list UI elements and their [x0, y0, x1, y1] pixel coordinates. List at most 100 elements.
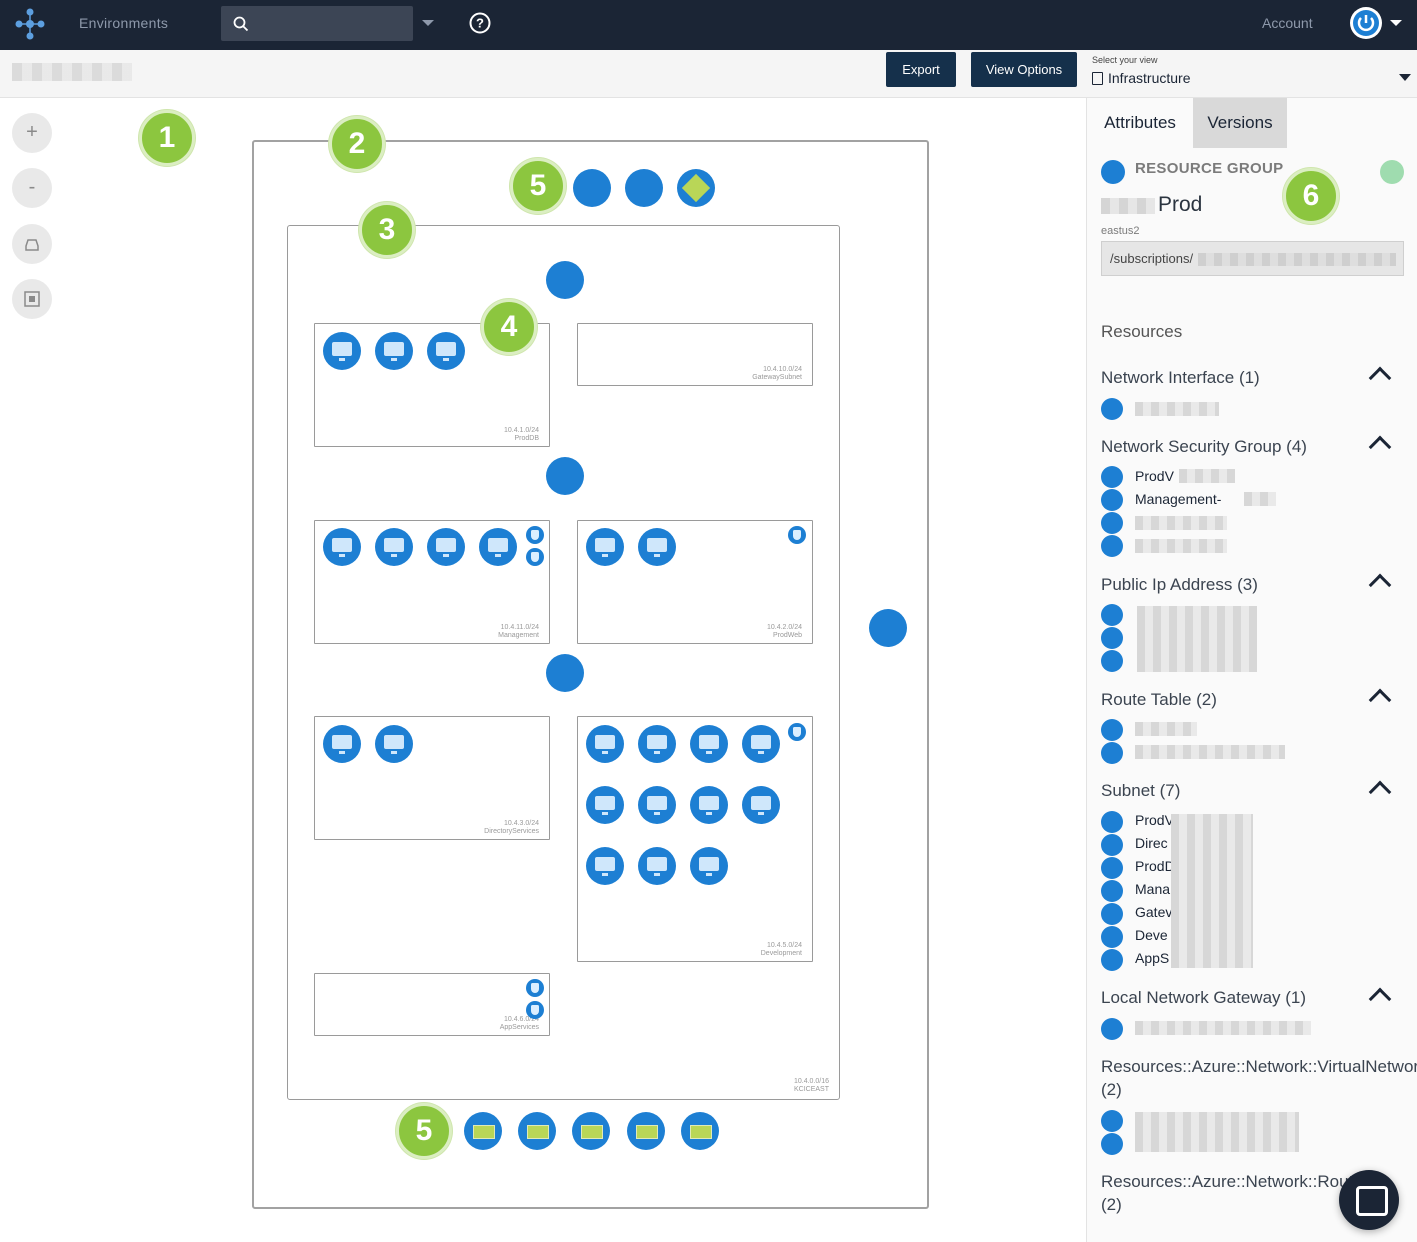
- public-ip-icon[interactable]: [627, 1112, 665, 1150]
- vm-icon[interactable]: [638, 528, 676, 566]
- route-table-icon: [1101, 719, 1123, 741]
- vm-icon[interactable]: [586, 786, 624, 824]
- user-avatar[interactable]: [1350, 7, 1382, 39]
- local-gateway-icon[interactable]: [677, 169, 715, 207]
- section-virtual-network[interactable]: Resources::Azure::Network::VirtualNetwor…: [1101, 1057, 1417, 1076]
- nsg-shield-icon[interactable]: [526, 526, 544, 544]
- vm-icon[interactable]: [323, 332, 361, 370]
- chat-launcher-button[interactable]: [1339, 1170, 1399, 1230]
- vm-icon[interactable]: [375, 528, 413, 566]
- collapse-chevron-up-icon[interactable]: [1368, 366, 1392, 390]
- public-ip-icon[interactable]: [572, 1112, 610, 1150]
- vm-icon[interactable]: [375, 332, 413, 370]
- route-table-icon[interactable]: [546, 457, 584, 495]
- nsg-item[interactable]: Management-: [1135, 491, 1222, 507]
- view-select[interactable]: Infrastructure: [1108, 70, 1191, 86]
- subnet-item[interactable]: Deve: [1135, 927, 1168, 943]
- vpn-gateway-icon[interactable]: [573, 169, 611, 207]
- view-options-button[interactable]: View Options: [971, 52, 1077, 87]
- vm-icon[interactable]: [323, 725, 361, 763]
- vm-icon[interactable]: [427, 332, 465, 370]
- route-table-icon[interactable]: [546, 261, 584, 299]
- collapse-chevron-up-icon[interactable]: [1368, 435, 1392, 459]
- resource-name: Prod: [1158, 193, 1203, 216]
- route-table-icon: [1101, 742, 1123, 764]
- route-icon[interactable]: [526, 1001, 544, 1019]
- account-chevron-down-icon[interactable]: [1390, 20, 1402, 26]
- subnet-item[interactable]: Gatev: [1135, 904, 1173, 920]
- collapse-chevron-up-icon[interactable]: [1368, 573, 1392, 597]
- public-ip-icon: [1101, 627, 1123, 649]
- center-view-button[interactable]: [12, 279, 52, 319]
- nsg-item[interactable]: ProdV: [1135, 468, 1174, 484]
- section-nsg[interactable]: Network Security Group (4): [1101, 437, 1307, 456]
- subnet-appservices[interactable]: 10.4.6.0/24 AppServices: [314, 973, 550, 1036]
- public-ip-icon[interactable]: [464, 1112, 502, 1150]
- vm-icon[interactable]: [638, 847, 676, 885]
- nav-environments-link[interactable]: Environments: [79, 15, 169, 31]
- vm-icon[interactable]: [586, 725, 624, 763]
- vpn-gateway-icon[interactable]: [625, 169, 663, 207]
- subnet-item[interactable]: Mana: [1135, 881, 1171, 897]
- subnet-gateway[interactable]: 10.4.10.0/24 GatewaySubnet: [577, 323, 813, 386]
- document-icon: [1092, 72, 1103, 85]
- view-select-chevron-down-icon[interactable]: [1399, 74, 1411, 81]
- section-local-gateway[interactable]: Local Network Gateway (1): [1101, 988, 1307, 1007]
- redacted-text: [1135, 1021, 1311, 1035]
- route-table-icon[interactable]: [546, 654, 584, 692]
- vm-icon[interactable]: [586, 847, 624, 885]
- public-ip-icon[interactable]: [518, 1112, 556, 1150]
- vm-icon[interactable]: [742, 725, 780, 763]
- subnet-label: 10.4.10.0/24 GatewaySubnet: [752, 366, 802, 382]
- section-route-table[interactable]: Route Table (2): [1101, 690, 1217, 709]
- subnet-cidr: 10.4.11.0/24: [500, 624, 539, 631]
- fit-view-button[interactable]: [12, 224, 52, 264]
- section-public-ip[interactable]: Public Ip Address (3): [1101, 575, 1258, 594]
- diagram-canvas[interactable]: 10.4.0.0/16 KCICEAST 10.4.1.0/24 ProdDB …: [0, 98, 1086, 1242]
- vm-icon[interactable]: [586, 528, 624, 566]
- tab-versions[interactable]: Versions: [1193, 98, 1287, 148]
- vm-icon[interactable]: [690, 847, 728, 885]
- redacted-text: [1137, 606, 1257, 672]
- nsg-shield-icon[interactable]: [788, 723, 806, 741]
- subnet-item[interactable]: Direc: [1135, 835, 1168, 851]
- collapse-chevron-up-icon[interactable]: [1368, 780, 1392, 804]
- subnet-icon: [1101, 903, 1123, 925]
- nav-account-link[interactable]: Account: [1262, 15, 1313, 31]
- route-icon[interactable]: [526, 548, 544, 566]
- vm-icon[interactable]: [375, 725, 413, 763]
- export-button[interactable]: Export: [886, 52, 956, 87]
- peering-icon[interactable]: [869, 609, 907, 647]
- callout-badge-5: 5: [396, 1103, 452, 1159]
- vm-icon[interactable]: [690, 725, 728, 763]
- vm-icon[interactable]: [638, 786, 676, 824]
- section-subnet[interactable]: Subnet (7): [1101, 781, 1181, 800]
- subnet-item[interactable]: AppS: [1135, 950, 1170, 966]
- app-logo-icon[interactable]: [12, 6, 48, 42]
- vnet-cidr: 10.4.0.0/16: [793, 1078, 829, 1085]
- subnet-icon: [1101, 949, 1123, 971]
- tab-attributes[interactable]: Attributes: [1104, 113, 1176, 132]
- subnet-item[interactable]: ProdV: [1135, 812, 1174, 828]
- search-dropdown-chevron-icon[interactable]: [422, 20, 434, 26]
- section-route[interactable]: Resources::Azure::Network::Route: [1101, 1172, 1363, 1191]
- public-ip-icon[interactable]: [681, 1112, 719, 1150]
- vm-icon[interactable]: [427, 528, 465, 566]
- help-icon[interactable]: ?: [469, 12, 491, 34]
- nsg-shield-icon[interactable]: [788, 526, 806, 544]
- collapse-chevron-up-icon[interactable]: [1368, 987, 1392, 1011]
- subnet-item[interactable]: ProdD: [1135, 858, 1175, 874]
- section-network-interface[interactable]: Network Interface (1): [1101, 368, 1260, 387]
- vm-icon[interactable]: [690, 786, 728, 824]
- vm-icon[interactable]: [638, 725, 676, 763]
- zoom-out-button[interactable]: -: [12, 168, 52, 208]
- resource-id-field[interactable]: /subscriptions/: [1101, 241, 1404, 276]
- vm-icon[interactable]: [323, 528, 361, 566]
- search-input[interactable]: [221, 6, 413, 41]
- vm-icon[interactable]: [742, 786, 780, 824]
- nsg-shield-icon[interactable]: [526, 979, 544, 997]
- zoom-in-button[interactable]: +: [12, 113, 52, 153]
- collapse-chevron-up-icon[interactable]: [1368, 688, 1392, 712]
- target-icon: [24, 291, 40, 307]
- vm-icon[interactable]: [479, 528, 517, 566]
